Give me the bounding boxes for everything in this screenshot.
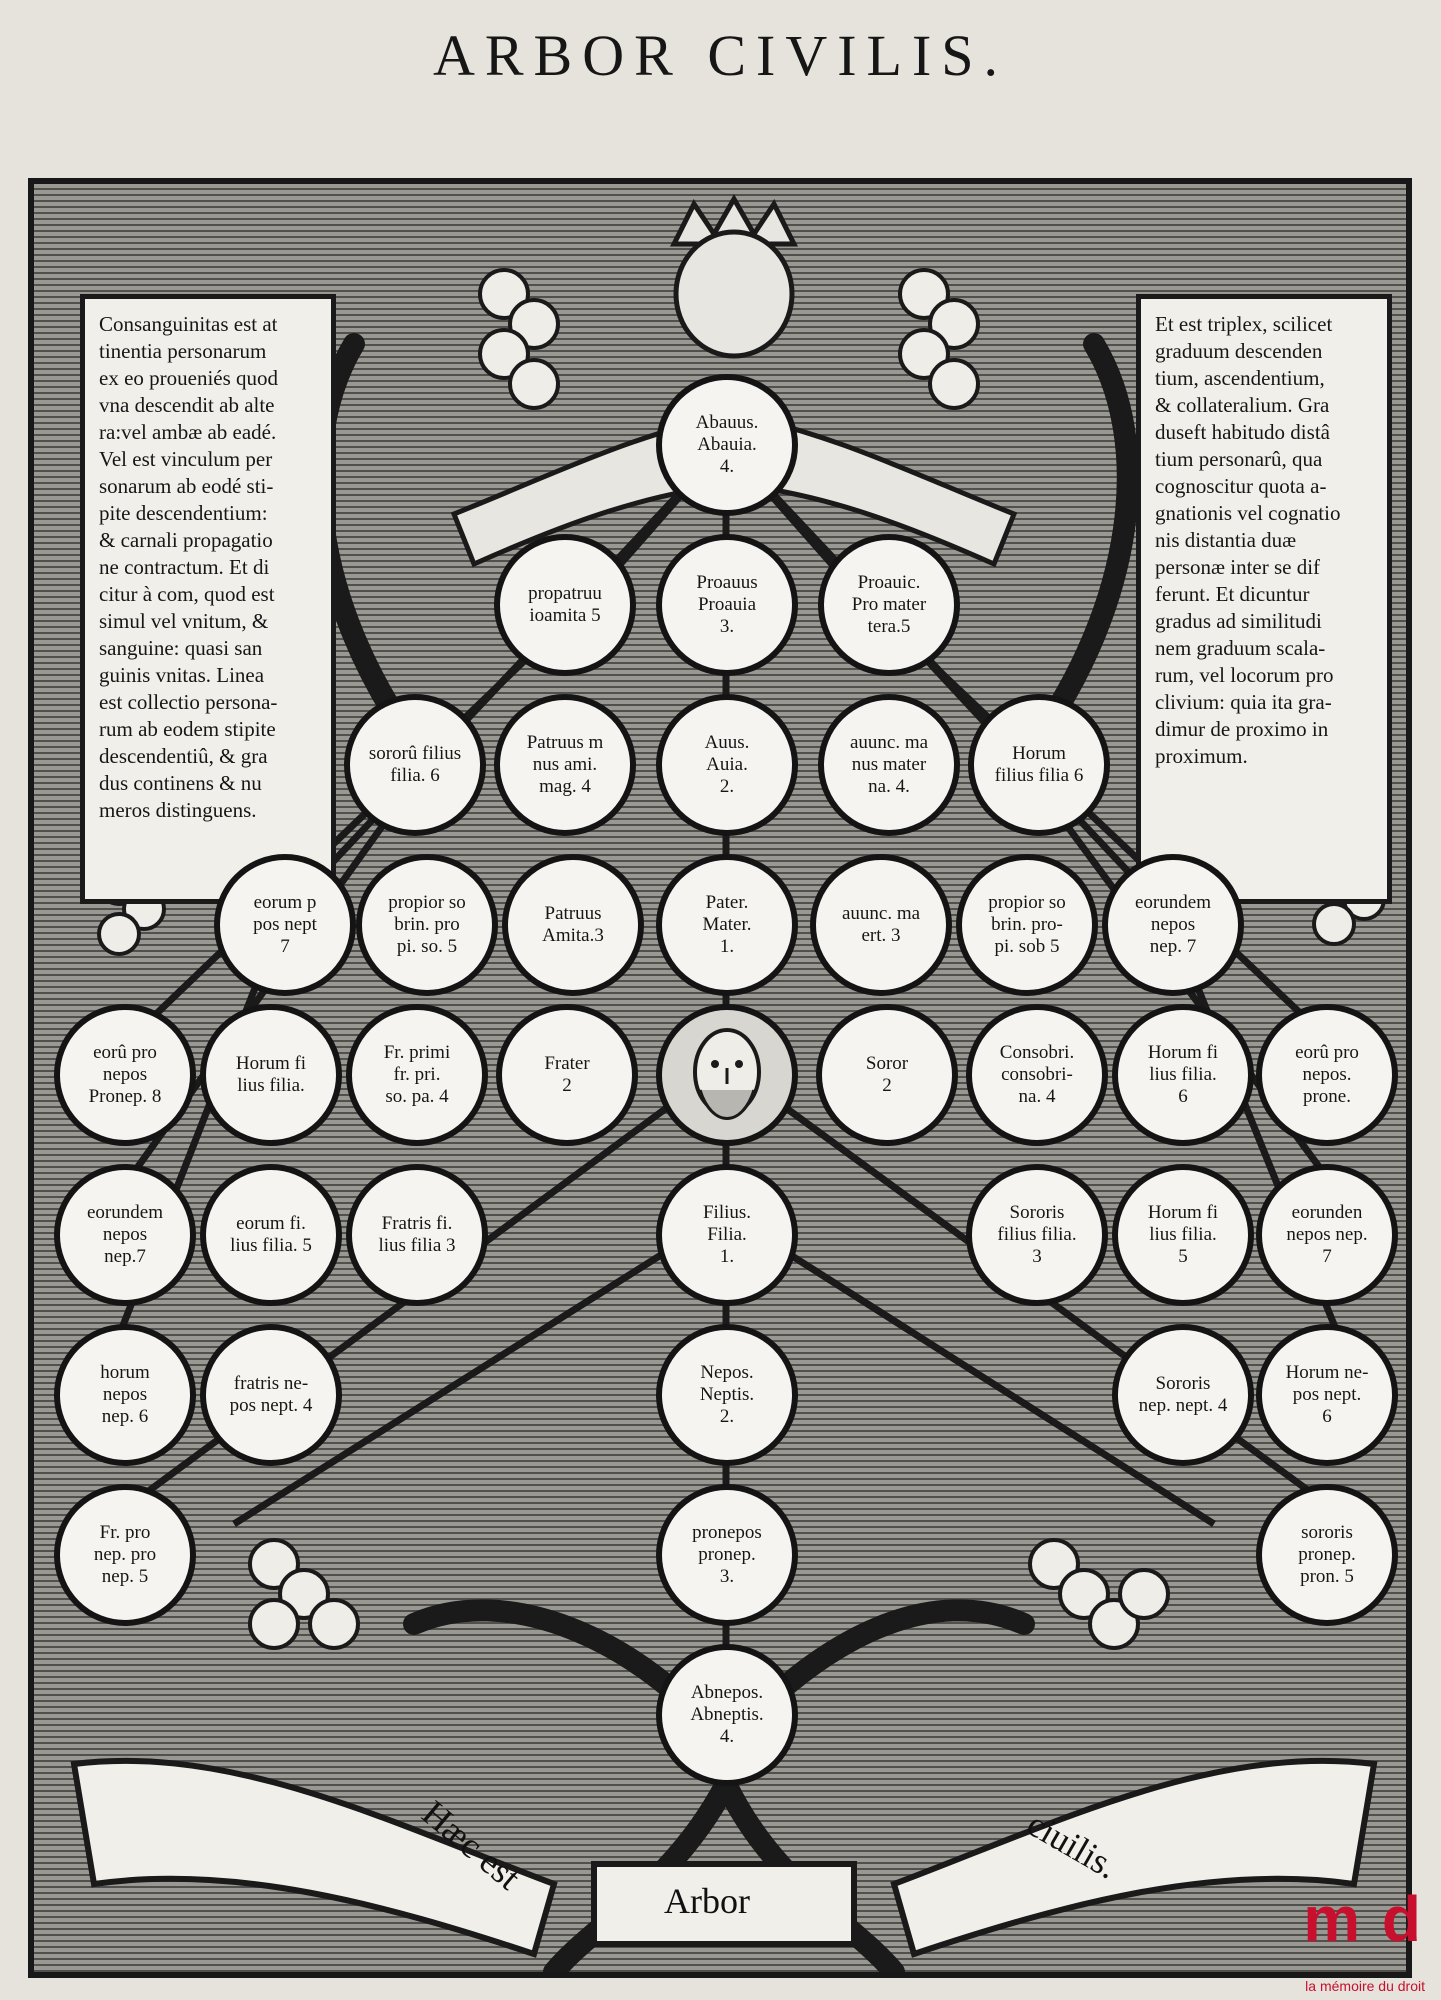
node-auus: Auus. Auia. 2. <box>656 694 798 836</box>
node-patruus-magnus: Patruus m nus ami. mag. 4 <box>494 694 636 836</box>
node-nepos: Nepos. Neptis. 2. <box>656 1324 798 1466</box>
page-title: ARBOR CIVILIS. <box>432 23 1009 88</box>
node-eorundem-nepos-top: eorundem nepos nep. 7 <box>1102 854 1244 996</box>
graduum-text-panel: Et est triplex, scilicet graduum descend… <box>1136 294 1392 904</box>
node-soror: Soror 2 <box>816 1004 958 1146</box>
node-frater: Frater 2 <box>496 1004 638 1146</box>
node-eorundem-nepos-right: eorunden nepos nep. 7 <box>1256 1164 1398 1306</box>
node-propior-sobrinus-left: propior so brin. pro pi. so. 5 <box>356 854 498 996</box>
node-eorum-pronepos-top: eorum p pos nept 7 <box>214 854 356 996</box>
graduum-text: Et est triplex, scilicet graduum descend… <box>1155 312 1341 768</box>
node-abauus: Abauus. Abauia. 4. <box>656 374 798 516</box>
bearded-face-icon <box>693 1028 761 1120</box>
node-auunculus: auunc. ma ert. 3 <box>810 854 952 996</box>
node-proauus: Proauus Proauia 3. <box>656 534 798 676</box>
banner-text-center: Arbor <box>664 1881 750 1921</box>
node-sororis-nepos: Sororis nep. nept. 4 <box>1112 1324 1254 1466</box>
node-horum-filius-far-right: Horum fi lius filia. 5 <box>1112 1164 1254 1306</box>
node-eorum-pronepos-left: eorû pro nepos Pronep. 8 <box>54 1004 196 1146</box>
node-sororum-filius: sororû filius filia. 6 <box>344 694 486 836</box>
node-filius: Filius. Filia. 1. <box>656 1164 798 1306</box>
node-abnepos: Abnepos. Abneptis. 4. <box>656 1644 798 1786</box>
node-eorundem-nepos-left: eorundem nepos nep.7 <box>54 1164 196 1306</box>
scroll-banner <box>70 1757 1378 1958</box>
node-propior-sobrinus-right: propior so brin. pro- pi. sob 5 <box>956 854 1098 996</box>
node-eorum-pronepos-right: eorû pro nepos. prone. <box>1256 1004 1398 1146</box>
node-ego-portrait <box>656 1004 798 1146</box>
node-horum-filius-right: Horum fi lius filia. 6 <box>1112 1004 1254 1146</box>
node-consobrinus: Consobri. consobri- na. 4 <box>966 1004 1108 1146</box>
node-fratris-filius: Fratris fi. lius filia 3 <box>346 1164 488 1306</box>
watermark: m d la mémoire du droit <box>1277 1882 1427 2000</box>
node-horum-filius-top: Horum filius filia 6 <box>968 694 1110 836</box>
node-pater: Pater. Mater. 1. <box>656 854 798 996</box>
node-proauunculus: Proauic. Pro mater tera.5 <box>818 534 960 676</box>
node-horum-filius-left: Horum fi lius filia. <box>200 1004 342 1146</box>
node-sororis-filius: Sororis filius filia. 3 <box>966 1164 1108 1306</box>
watermark-text: la mémoire du droit <box>1305 1978 1425 1994</box>
node-propatruus: propatruu ioamita 5 <box>494 534 636 676</box>
node-fratris-pronepos: Fr. pro nep. pro nep. 5 <box>54 1484 196 1626</box>
woodcut-frame: Consanguinitas est at tinentia personaru… <box>28 178 1412 1978</box>
consanguinitas-text: Consanguinitas est at tinentia personaru… <box>99 312 279 822</box>
node-horum-nepos-right: Horum ne- pos nept. 6 <box>1256 1324 1398 1466</box>
node-horum-nepos: horum nepos nep. 6 <box>54 1324 196 1466</box>
node-pronepos: pronepos pronep. 3. <box>656 1484 798 1626</box>
node-eorum-filius: eorum fi. lius filia. 5 <box>200 1164 342 1306</box>
watermark-logo: m d <box>1303 1883 1423 1955</box>
consanguinitas-text-panel: Consanguinitas est at tinentia personaru… <box>80 294 336 904</box>
node-fratris-primi: Fr. primi fr. pri. so. pa. 4 <box>346 1004 488 1146</box>
node-fratris-nepos: fratris ne- pos nept. 4 <box>200 1324 342 1466</box>
node-auunculus-magnus: auunc. ma nus mater na. 4. <box>818 694 960 836</box>
node-patruus: Patruus Amita.3 <box>502 854 644 996</box>
node-sororis-pronepos: sororis pronep. pron. 5 <box>1256 1484 1398 1626</box>
